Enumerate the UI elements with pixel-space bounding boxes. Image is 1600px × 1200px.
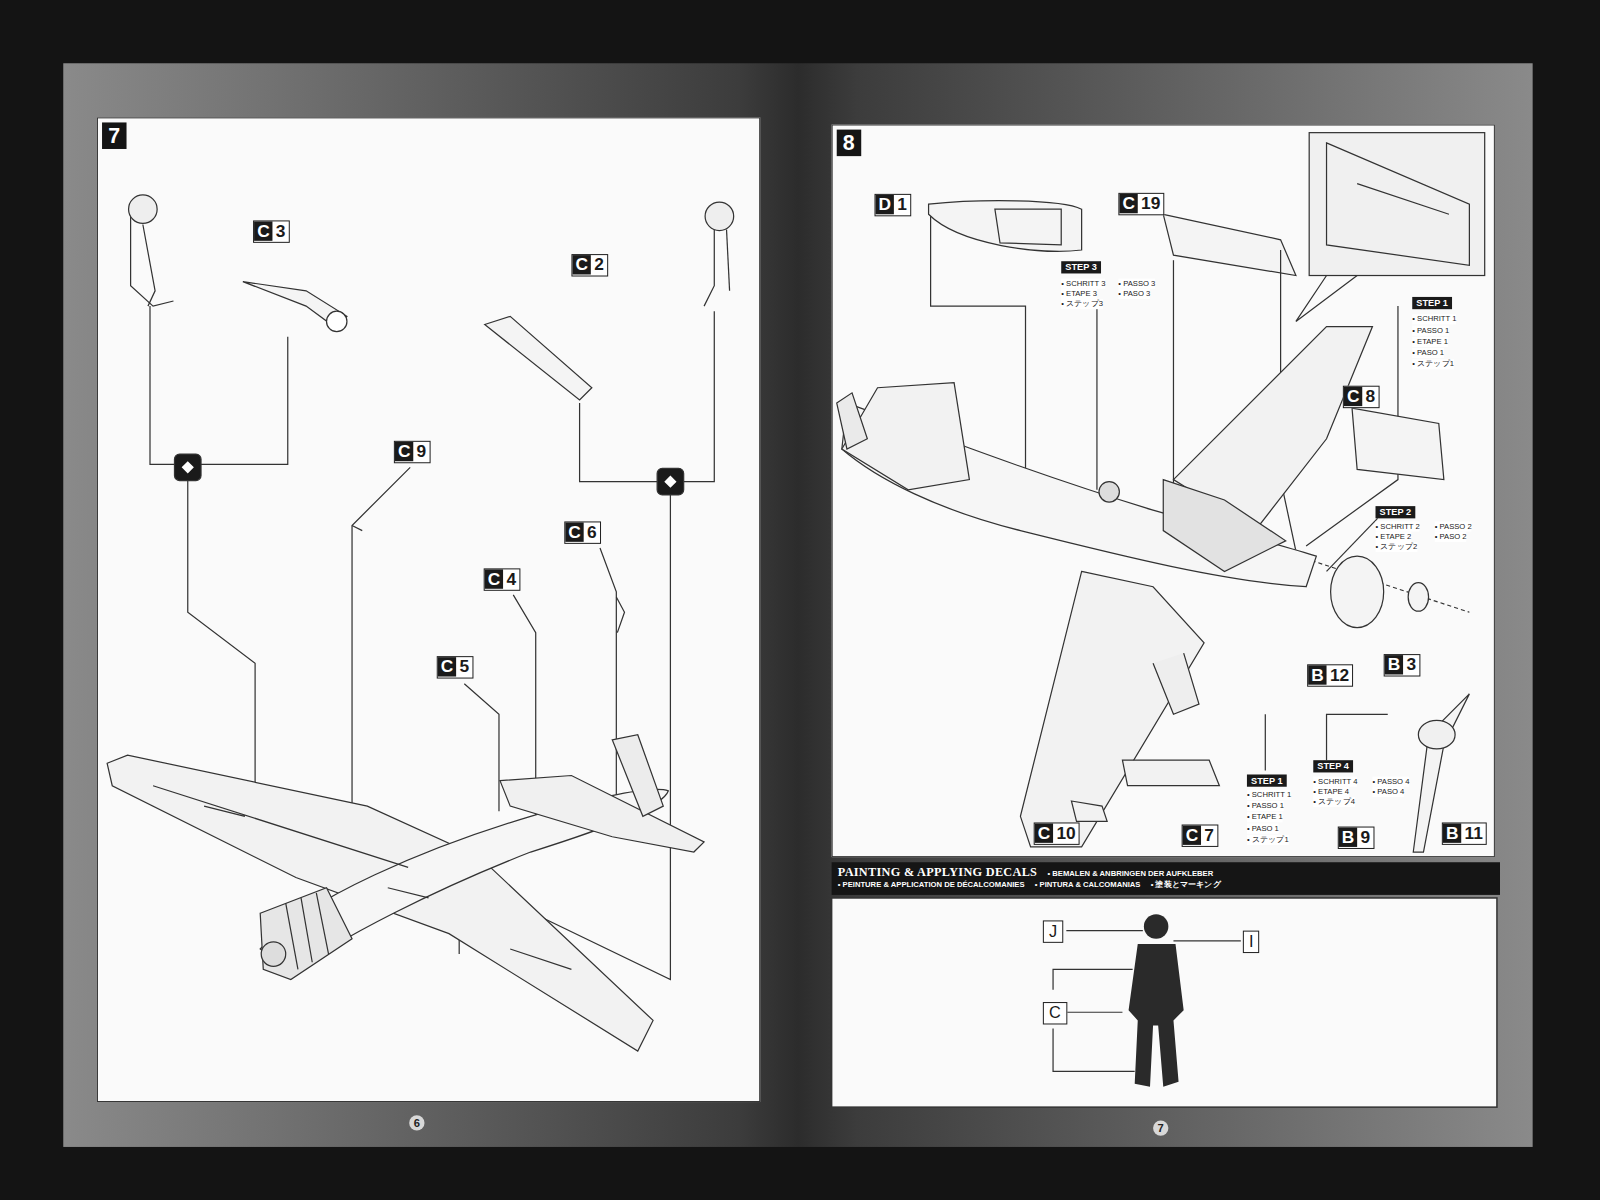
section-subtitle: • PINTURA & CALCOMANIAS xyxy=(1035,880,1141,889)
step-reference: • ステップ3 xyxy=(1061,299,1103,309)
step-tag: STEP 1 xyxy=(1247,774,1287,786)
step-reference: • SCHRITT 1 xyxy=(1247,790,1291,800)
step-tag: STEP 3 xyxy=(1061,261,1101,273)
step-reference: • PASO 3 xyxy=(1118,289,1150,299)
step-number: 8 xyxy=(837,130,861,157)
step-reference: • ETAPE 3 xyxy=(1061,289,1097,299)
part-callout: B11 xyxy=(1442,822,1487,844)
part-callout: C3 xyxy=(253,220,289,242)
step-reference: • PASSO 1 xyxy=(1247,801,1284,811)
step-reference: • SCHRITT 1 xyxy=(1412,314,1456,324)
step-reference: • PASO 1 xyxy=(1412,348,1444,358)
part-callout: C10 xyxy=(1034,822,1080,844)
step-reference: • ステップ1 xyxy=(1247,835,1289,845)
step-panel: 8 xyxy=(832,124,1495,857)
color-callout: I xyxy=(1243,931,1260,953)
step-number: 7 xyxy=(102,122,126,149)
step-tag: STEP 1 xyxy=(1412,297,1452,309)
section-title: PAINTING & APPLYING DECALS xyxy=(838,864,1037,879)
step-reference: • SCHRITT 3 xyxy=(1061,279,1105,289)
section-subtitle: • 塗装とマーキング xyxy=(1151,880,1221,890)
step-reference: • PASO 2 xyxy=(1435,532,1467,542)
step-reference: • ETAPE 4 xyxy=(1313,787,1349,797)
part-callout: C8 xyxy=(1343,386,1379,408)
part-callout: C5 xyxy=(437,656,473,678)
step-reference: • PASSO 1 xyxy=(1412,326,1449,336)
step-reference: • PASO 1 xyxy=(1247,823,1279,833)
part-callout: B3 xyxy=(1384,654,1420,676)
part-callout: C2 xyxy=(571,254,607,276)
part-callout: C7 xyxy=(1182,824,1218,846)
step-reference: • PASSO 3 xyxy=(1118,279,1155,289)
step-reference: • ステップ1 xyxy=(1412,359,1454,369)
part-callout: B9 xyxy=(1338,827,1374,849)
step-reference: • PASO 4 xyxy=(1372,787,1404,797)
step-reference: • SCHRITT 2 xyxy=(1376,521,1420,531)
step-reference: • ETAPE 1 xyxy=(1412,337,1448,347)
color-callout: J xyxy=(1043,920,1063,942)
part-callout: C9 xyxy=(394,441,430,463)
color-callout: C xyxy=(1043,1002,1067,1024)
step-reference: • SCHRITT 4 xyxy=(1313,777,1357,787)
step-reference: • ETAPE 2 xyxy=(1376,532,1412,542)
band-row: • PEINTURE & APPLICATION DE DÉCALCOMANIE… xyxy=(838,880,1494,890)
step-reference: • ステップ2 xyxy=(1376,542,1418,552)
part-callout: C19 xyxy=(1118,193,1164,215)
step-reference: • ステップ4 xyxy=(1313,797,1355,807)
step-reference: • PASSO 4 xyxy=(1372,777,1409,787)
part-callout: C6 xyxy=(564,521,600,543)
part-callout: B12 xyxy=(1307,664,1353,686)
step-reference: • PASSO 2 xyxy=(1435,521,1472,531)
page-number: 7 xyxy=(1153,1120,1168,1135)
band-row: PAINTING & APPLYING DECALS • BEMALEN & AN… xyxy=(838,864,1494,879)
page-number: 6 xyxy=(409,1115,424,1130)
part-callout: D1 xyxy=(874,194,910,216)
step-tag: STEP 2 xyxy=(1376,506,1416,518)
section-band: PAINTING & APPLYING DECALS • BEMALEN & AN… xyxy=(832,862,1500,895)
step-panel: 7 xyxy=(97,117,760,1102)
step-tag: STEP 4 xyxy=(1313,760,1353,772)
section-subtitle: • BEMALEN & ANBRINGEN DER AUFKLEBER xyxy=(1047,868,1213,877)
section-subtitle: • PEINTURE & APPLICATION DE DÉCALCOMANIE… xyxy=(838,880,1025,889)
part-callout: C4 xyxy=(484,568,520,590)
step-reference: • ETAPE 1 xyxy=(1247,812,1283,822)
